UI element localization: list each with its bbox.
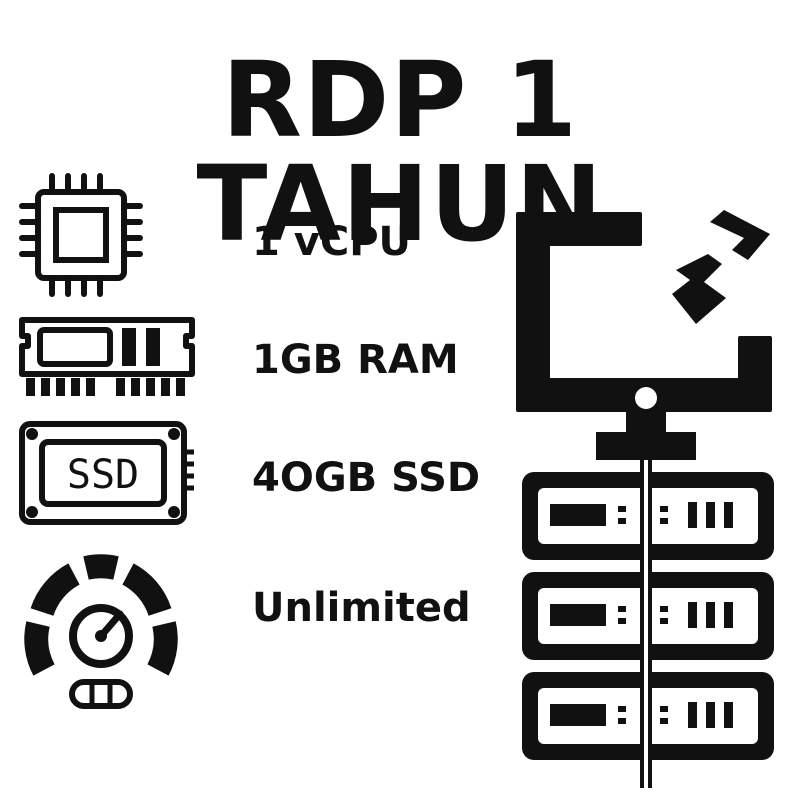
ssd-drive-icon: SSD bbox=[19, 421, 194, 525]
cpu-chip-icon bbox=[19, 173, 143, 297]
server-rack-monitor-icon bbox=[516, 210, 774, 788]
spec-label-ram: 1GB RAM bbox=[252, 337, 459, 383]
ram-module-icon bbox=[19, 317, 195, 396]
spec-label-bandwidth: Unlimited bbox=[252, 585, 471, 631]
spec-label-ssd: 4OGB SSD bbox=[252, 455, 481, 501]
ssd-icon-text: SSD bbox=[67, 452, 139, 498]
speedometer-icon bbox=[24, 554, 178, 709]
spec-label-cpu: 1 vCPU bbox=[252, 219, 411, 265]
page-title: RDP 1 TAHUN bbox=[196, 39, 604, 265]
